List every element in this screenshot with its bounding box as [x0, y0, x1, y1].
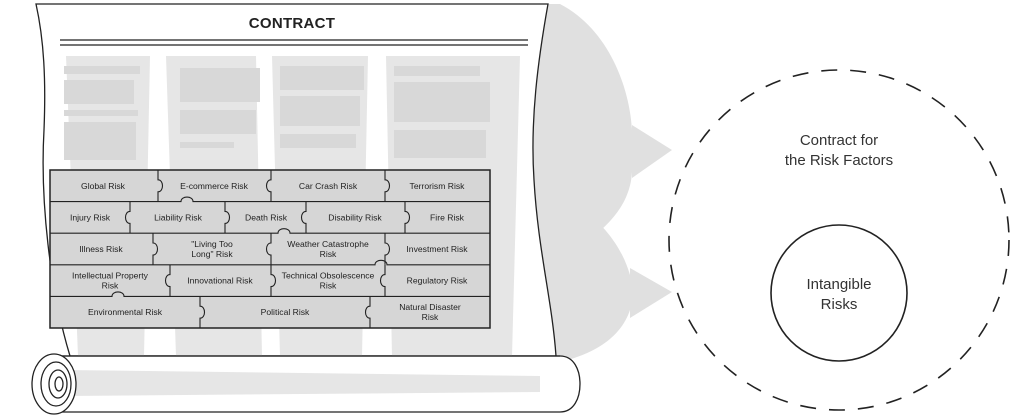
risk-piece-label: Fire Risk [430, 212, 465, 222]
puzzle-row-separator [50, 196, 490, 203]
outer-circle-group: Contract for the Risk Factors [668, 69, 1010, 411]
outer-circle-label-line1: Contract for [800, 132, 878, 149]
puzzle-piece-divider [300, 201, 307, 234]
risk-piece-label: Disability Risk [328, 212, 382, 222]
puzzle-piece-divider [379, 264, 386, 297]
inner-circle-label-line2: Risks [821, 296, 858, 313]
risk-piece-label: Innovational Risk [187, 276, 253, 286]
inner-solid-circle [770, 224, 908, 362]
puzzle-row-separator [50, 259, 490, 266]
puzzle-row-separator [50, 228, 490, 234]
inner-circle-group: Intangible Risks [770, 224, 908, 362]
placeholder-text-blocks [64, 66, 490, 160]
risk-piece-label: Car Crash Risk [299, 181, 358, 191]
puzzle-row-separator [50, 291, 490, 297]
risk-piece-label: Liability Risk [154, 212, 202, 222]
puzzle-labels: Global Risk E-commerce Risk Car Crash Risk… [70, 181, 468, 322]
risk-piece-label: Political Risk [261, 307, 310, 317]
risk-puzzle-grid: Global Risk E-commerce Risk Car Crash Risk… [49, 169, 491, 329]
puzzle-piece-divider [265, 170, 272, 202]
puzzle-piece-divider [224, 201, 231, 234]
puzzle-grid-background [49, 169, 491, 329]
puzzle-piece-divider [164, 264, 171, 297]
risk-piece-label: Investment Risk [406, 244, 468, 254]
puzzle-grid-lines [50, 170, 490, 328]
puzzle-piece-divider [157, 170, 164, 202]
puzzle-piece-divider [199, 296, 206, 328]
scroll-roll-shadow [64, 370, 540, 396]
contract-title: CONTRACT [249, 15, 336, 32]
risk-piece-label: Injury Risk [70, 212, 111, 222]
risk-piece-label: Regulatory Risk [407, 276, 468, 286]
risk-piece-label: Death Risk [245, 212, 288, 222]
puzzle-piece-divider [404, 201, 411, 234]
risk-piece-label: Terrorism Risk [410, 181, 466, 191]
risk-piece-label: Global Risk [81, 181, 126, 191]
puzzle-piece-divider [384, 233, 391, 265]
outer-circle-label-line2: the Risk Factors [785, 152, 893, 169]
scroll-roll [31, 353, 581, 415]
outer-dashed-circle [668, 69, 1010, 411]
puzzle-piece-divider [152, 233, 159, 265]
puzzle-piece-divider [124, 201, 131, 234]
puzzle-piece-divider [265, 233, 272, 265]
risk-piece-label: E-commerce Risk [180, 181, 249, 191]
scroll-roll-spiral [31, 353, 77, 415]
lower-arrow-ribbon [520, 180, 672, 362]
puzzle-piece-divider [270, 264, 277, 297]
puzzle-piece-divider [364, 296, 371, 328]
inner-circle-label-line1: Intangible [806, 276, 871, 293]
risk-piece-label: Illness Risk [79, 244, 123, 254]
risk-piece-label: Environmental Risk [88, 307, 163, 317]
puzzle-piece-divider [384, 170, 391, 202]
